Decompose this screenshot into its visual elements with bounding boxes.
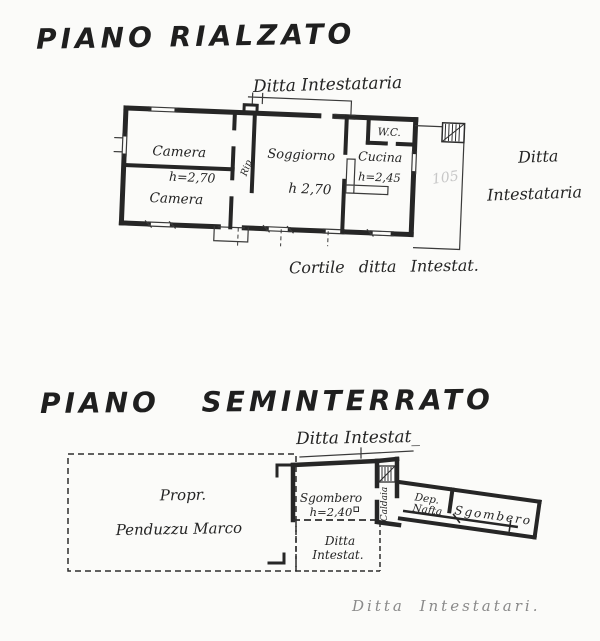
upper-interior-walls bbox=[121, 110, 417, 234]
sgombero-label: Sgombero bbox=[300, 491, 362, 505]
cucina-label: Cucina bbox=[358, 148, 403, 165]
propr-label-line1: Propr. bbox=[159, 486, 206, 505]
chimney-nub bbox=[242, 103, 259, 115]
upper-floor-plan-drawing: Camera h=2,70 Camera Rip. Soggiorno h 2,… bbox=[113, 92, 466, 251]
soggiorno-label: Soggiorno bbox=[267, 147, 335, 165]
ditta-dashed-area bbox=[295, 522, 381, 572]
ditta-area-label-line1: Ditta bbox=[324, 534, 355, 548]
lower-bottom-annotation: Ditta Intestatari. bbox=[352, 597, 541, 615]
angled-wing: Dep. Nafta Sgombero bbox=[396, 479, 542, 540]
kitchen-counter bbox=[345, 158, 389, 196]
wc-label: W.C. bbox=[377, 126, 401, 139]
wing-walls bbox=[396, 479, 542, 540]
propr-label-line2: Penduzzu Marco bbox=[115, 519, 243, 539]
ditta-area-label-line2: Intestat. bbox=[311, 548, 363, 562]
upper-porch-lines bbox=[247, 92, 353, 116]
soggiorno-height-label: h 2,70 bbox=[288, 181, 332, 199]
sgombero-height-square-mark bbox=[353, 506, 359, 512]
wing-inner-lines bbox=[402, 509, 519, 532]
lower-reference-line bbox=[299, 447, 414, 459]
cucina-height-label: h=2,45 bbox=[358, 169, 401, 185]
dep-nafta-label-line1: Dep. bbox=[413, 491, 440, 506]
caldaia-walls bbox=[374, 456, 402, 528]
upper-right-annotation-line1: Ditta bbox=[517, 146, 559, 167]
lower-floor-plan-drawing: Propr. Penduzzu Marco Sgombero h=2,40 Di… bbox=[67, 447, 542, 572]
courtyard-boundary bbox=[413, 125, 466, 251]
external-stairs-hatch bbox=[441, 121, 466, 144]
property-dashed-boundary bbox=[67, 453, 297, 572]
dep-nafta-label-line2: Nafta bbox=[411, 502, 443, 518]
caldaia-label: Caldaia bbox=[380, 487, 390, 522]
caldaia-stairs-hatch bbox=[378, 465, 396, 483]
sgombero-room-walls bbox=[290, 458, 380, 523]
camera-height-label: h=2,70 bbox=[169, 169, 216, 186]
projection-lines bbox=[236, 227, 329, 249]
lower-plan-title: PIANO SEMINTERRATO bbox=[39, 383, 494, 420]
upper-right-annotation-line2: Intestataria bbox=[486, 182, 583, 205]
sgombero-height-label: h=2,40 bbox=[310, 505, 353, 519]
camera-bottom-label: Camera bbox=[149, 190, 203, 208]
camera-top-label: Camera bbox=[152, 143, 206, 161]
upper-plan-title: PIANO RIALZATO bbox=[35, 17, 356, 56]
boundary-corner-brackets bbox=[267, 463, 294, 565]
